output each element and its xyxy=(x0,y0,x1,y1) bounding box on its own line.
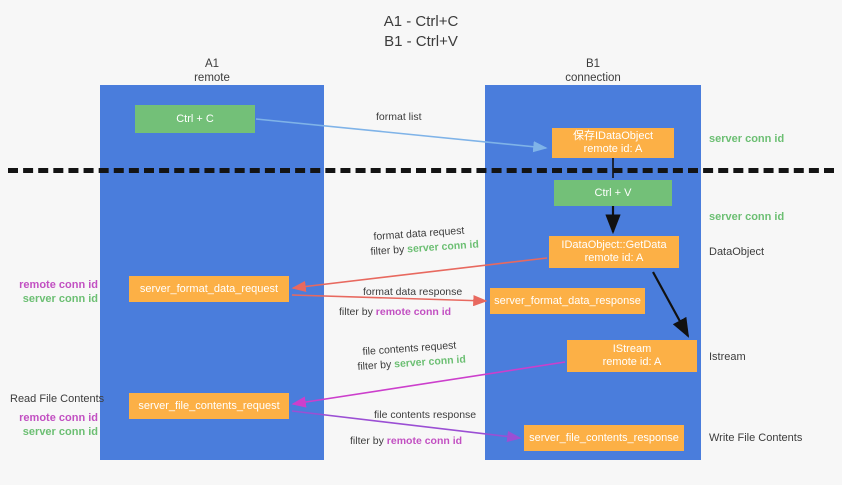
node-server-file-contents-request[interactable]: server_file_contents_request xyxy=(129,393,289,419)
column-header-b1: B1 connection xyxy=(485,57,701,85)
annotation-istream: Istream xyxy=(709,351,746,363)
annotation-server-conn-id-1: server conn id xyxy=(22,293,98,305)
node-ctrl-c[interactable]: Ctrl + C xyxy=(135,105,255,133)
node-server-format-data-response-label: server_format_data_response xyxy=(494,294,641,307)
filter-prefix-3: filter by xyxy=(357,358,395,373)
edge-label-file-contents-response-filter: filter by remote conn id xyxy=(350,434,462,448)
node-save-idataobject-line2: remote id: A xyxy=(583,143,643,155)
node-server-format-data-request-label: server_format_data_request xyxy=(139,282,279,295)
node-istream[interactable]: IStream remote id: A xyxy=(567,340,697,372)
filter-key-1: server conn id xyxy=(406,238,480,256)
title-line-1: A1 - Ctrl+C xyxy=(383,13,459,30)
edge-label-format-list: format list xyxy=(376,111,422,123)
column-header-a1: A1 remote xyxy=(100,57,324,85)
phase-divider xyxy=(8,168,834,173)
node-istream-line1: IStream xyxy=(612,343,652,355)
node-ctrl-c-label: Ctrl + C xyxy=(176,112,214,125)
column-header-b1-subtitle: connection xyxy=(565,72,621,84)
annotation-remote-conn-id-1: remote conn id xyxy=(19,279,98,291)
filter-key-4: remote conn id xyxy=(386,435,463,447)
filter-key-2: remote conn id xyxy=(375,306,452,318)
edge-label-format-data-response-filter: filter by remote conn id xyxy=(339,305,451,319)
filter-prefix-4: filter by xyxy=(350,435,387,447)
edge-label-file-contents-response: file contents response xyxy=(374,409,477,421)
node-idataobject-getdata-line2: remote id: A xyxy=(584,252,644,264)
node-ctrl-v[interactable]: Ctrl + V xyxy=(554,180,672,206)
node-save-idataobject[interactable]: 保存IDataObject remote id: A xyxy=(552,128,674,158)
filter-prefix-2: filter by xyxy=(339,306,376,318)
annotation-read-file-contents: Read File Contents xyxy=(10,393,105,405)
filter-prefix-1: filter by xyxy=(370,243,408,258)
edge-label-format-data-response: format data response xyxy=(363,286,463,298)
node-server-format-data-request[interactable]: server_format_data_request xyxy=(129,276,289,302)
node-server-file-contents-request-label: server_file_contents_request xyxy=(138,399,280,412)
annotation-server-conn-id-2: server conn id xyxy=(22,426,98,438)
page-title: A1 - Ctrl+C B1 - Ctrl+V xyxy=(0,12,842,52)
annotation-server-conn-id-top: server conn id xyxy=(709,133,785,145)
node-ctrl-v-label: Ctrl + V xyxy=(594,186,632,199)
annotation-dataobject: DataObject xyxy=(709,246,765,258)
node-server-file-contents-response[interactable]: server_file_contents_response xyxy=(524,425,684,451)
node-idataobject-getdata[interactable]: IDataObject::GetData remote id: A xyxy=(549,236,679,268)
annotation-conn-ids-upper: remote conn id server conn id xyxy=(10,278,98,306)
annotation-conn-ids-lower: remote conn id server conn id xyxy=(10,411,98,439)
node-idataobject-getdata-line1: IDataObject::GetData xyxy=(561,239,667,251)
title-line-2: B1 - Ctrl+V xyxy=(384,33,458,50)
node-istream-line2: remote id: A xyxy=(602,356,662,368)
annotation-write-file-contents: Write File Contents xyxy=(709,432,803,444)
node-server-format-data-response[interactable]: server_format_data_response xyxy=(490,288,645,314)
column-header-a1-name: A1 xyxy=(204,58,220,70)
annotation-server-conn-id-mid: server conn id xyxy=(709,211,785,223)
filter-key-3: server conn id xyxy=(393,353,467,371)
column-header-a1-subtitle: remote xyxy=(194,72,230,84)
column-header-b1-name: B1 xyxy=(585,58,601,70)
node-server-file-contents-response-label: server_file_contents_response xyxy=(529,431,679,444)
annotation-remote-conn-id-2: remote conn id xyxy=(19,412,98,424)
node-save-idataobject-line1: 保存IDataObject xyxy=(572,130,654,142)
